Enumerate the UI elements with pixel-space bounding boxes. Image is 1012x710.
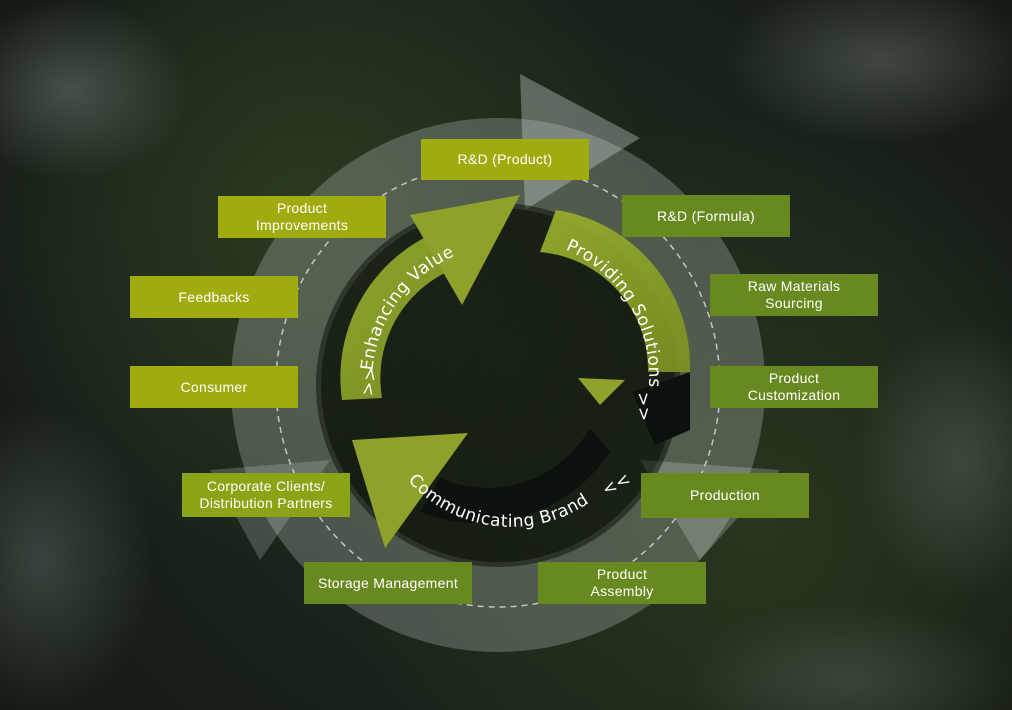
step-production: Production [641,473,809,518]
arc-providing-arrowhead [578,378,625,405]
step-storage-management: Storage Management [304,562,472,604]
arc-communicating-arrowhead-green [352,433,468,548]
step-product-customization: Product Customization [710,366,878,408]
step-product-improvements: Product Improvements [218,196,386,238]
label-enhancing-arrows: >> [358,365,382,397]
step-corporate-clients: Corporate Clients/ Distribution Partners [182,473,350,517]
step-consumer: Consumer [130,366,298,408]
step-product-assembly: Product Assembly [538,562,706,604]
arc-providing-solutions [540,210,691,372]
arc-communicating-brand [420,428,610,524]
arc-providing-tail [632,372,690,445]
step-rd-formula: R&D (Formula) [622,195,790,237]
step-feedbacks: Feedbacks [130,276,298,318]
arc-enhancing-arrowhead [410,195,520,305]
step-raw-materials-sourcing: Raw Materials Sourcing [710,274,878,316]
step-rd-product: R&D (Product) [421,139,589,180]
label-providing-arrows: >> [633,392,654,422]
